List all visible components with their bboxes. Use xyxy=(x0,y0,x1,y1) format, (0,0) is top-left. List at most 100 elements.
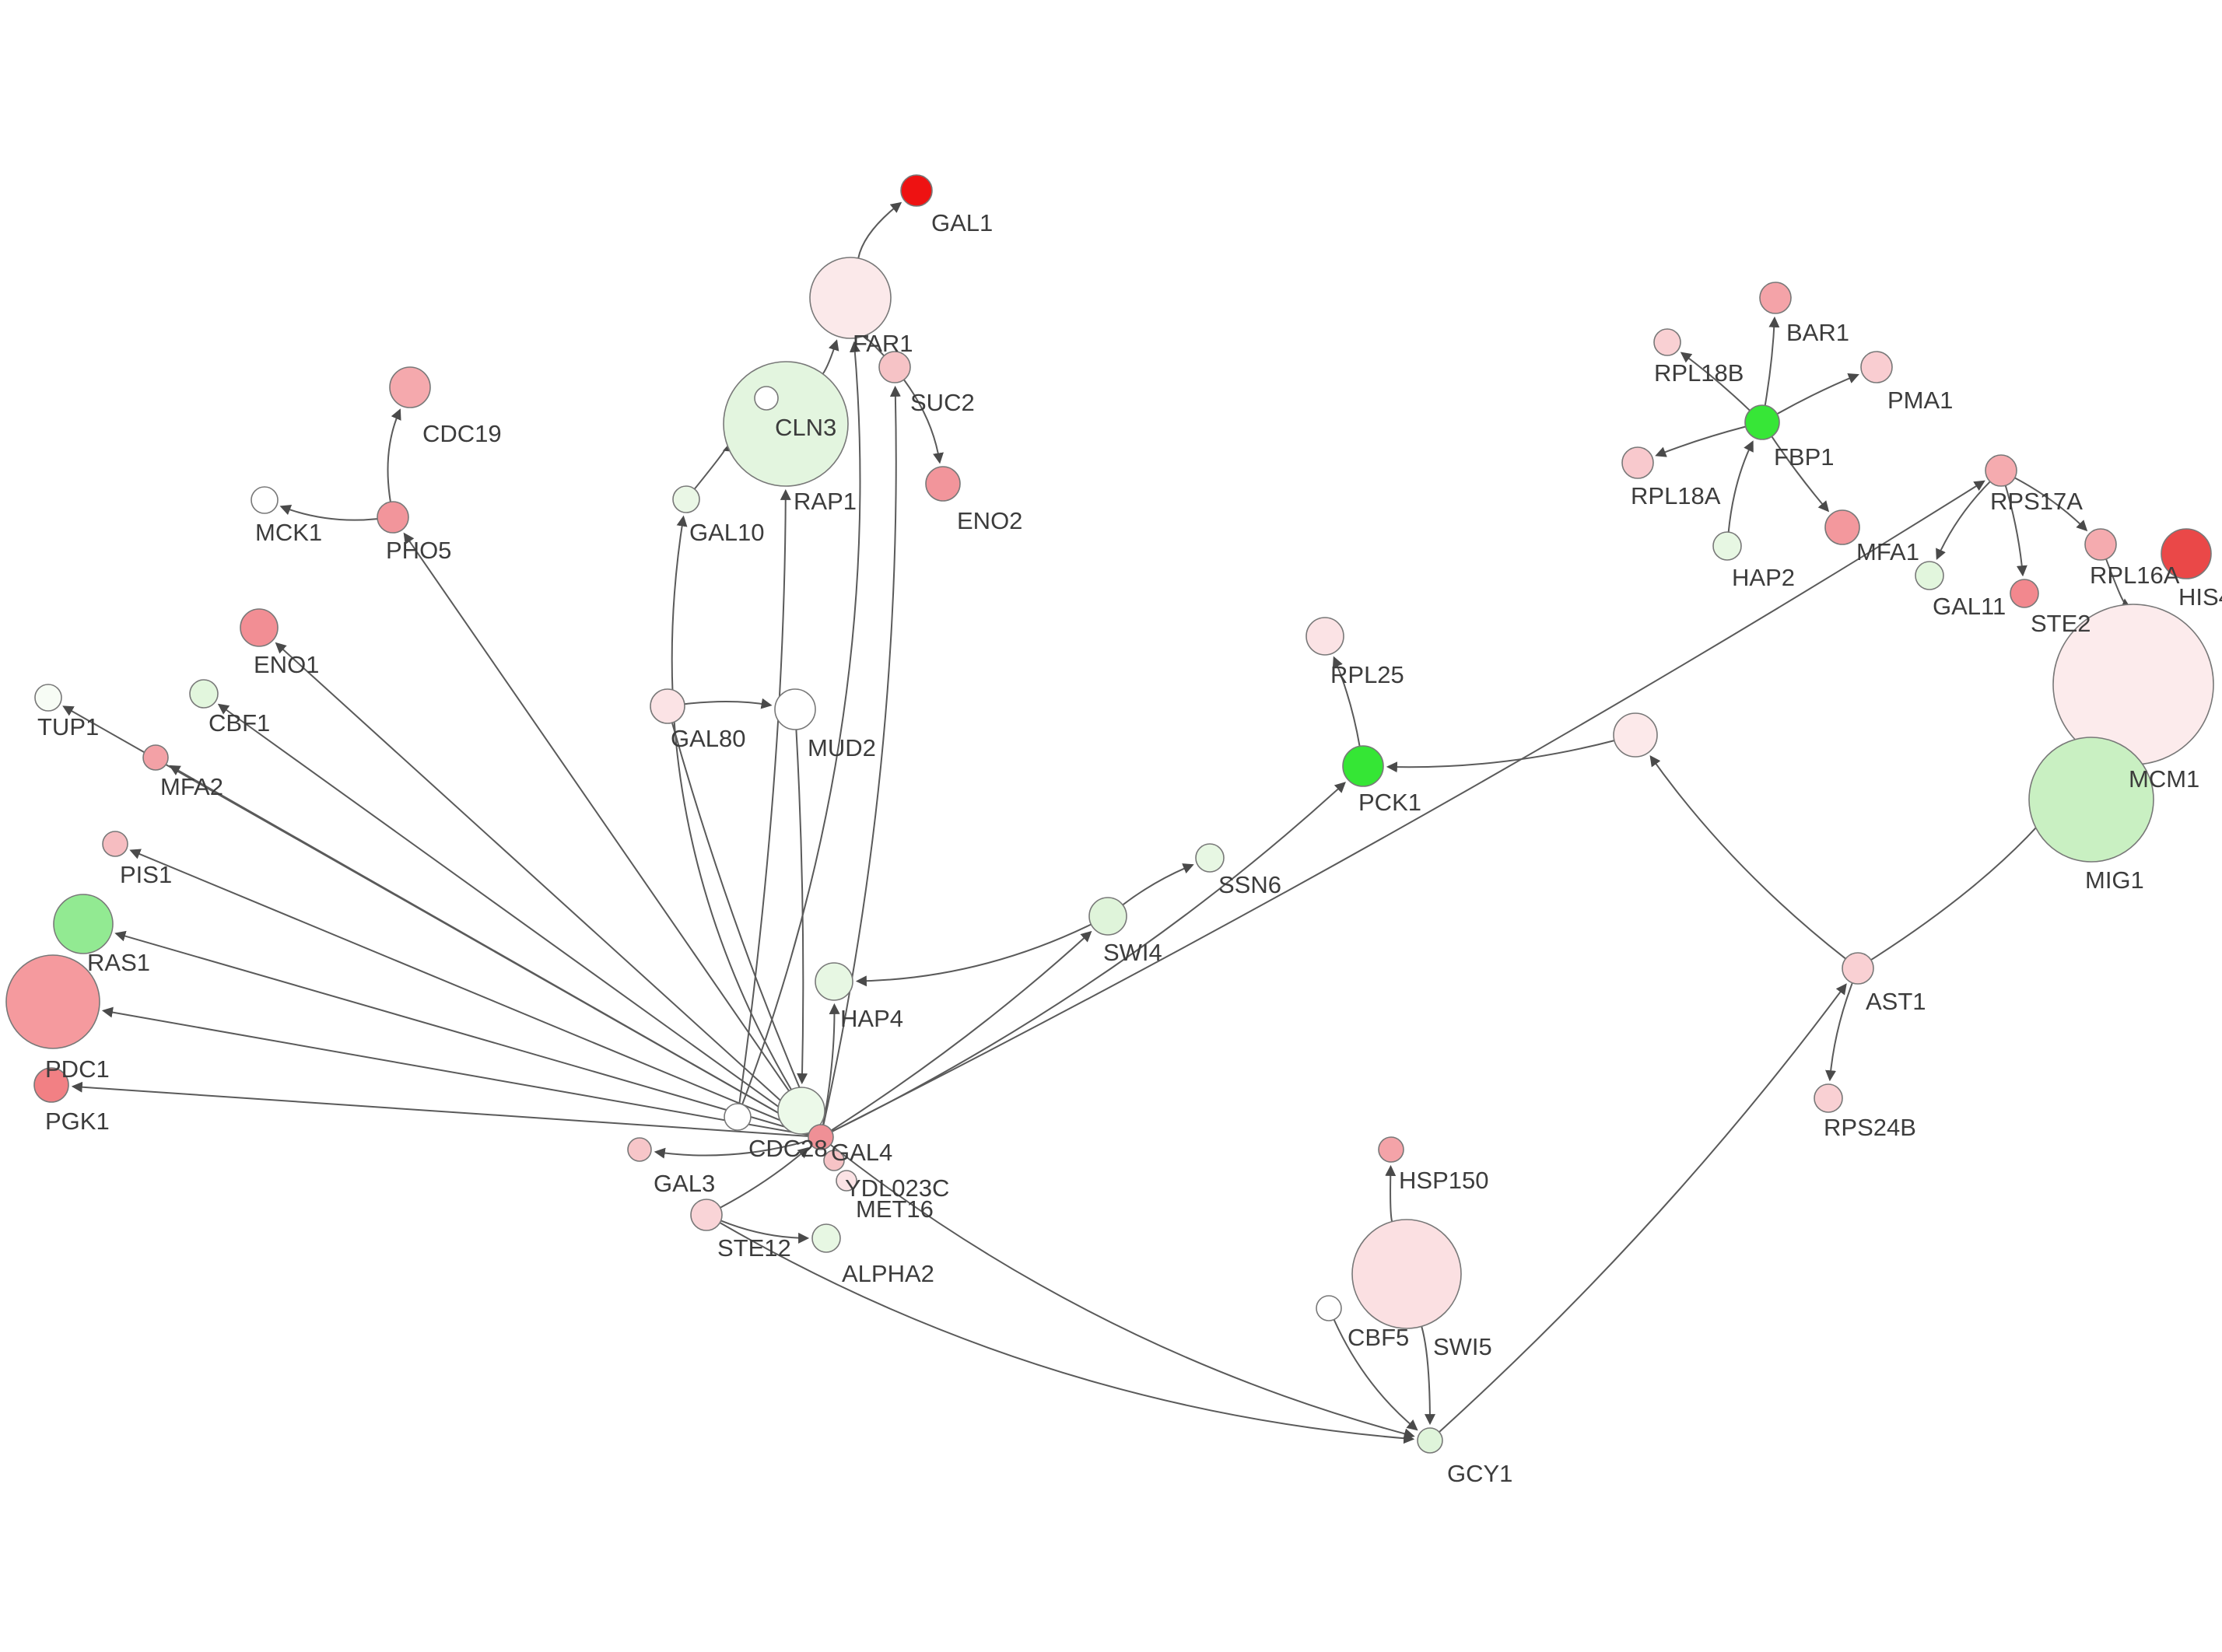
edge-GAL4-GCY1[interactable] xyxy=(829,1144,1415,1440)
edge-GAL4-PCK1[interactable] xyxy=(831,782,1346,1132)
edge-GAL4-GAL10[interactable] xyxy=(671,515,815,1128)
edge-SUC2-ENO2[interactable] xyxy=(902,379,944,464)
edge-STE12-GCY1[interactable] xyxy=(719,1222,1415,1444)
edge-FAR1-GAL1[interactable] xyxy=(857,201,902,259)
node-CBF1[interactable] xyxy=(189,679,219,709)
node-PCK1[interactable] xyxy=(1342,745,1384,787)
edge-PHO5-CDC19[interactable] xyxy=(387,408,401,502)
edge-PCK1-RPL25[interactable] xyxy=(1332,656,1361,747)
node-FBP1[interactable] xyxy=(1744,404,1780,440)
node-STE2[interactable] xyxy=(2010,579,2039,608)
node-RPS17A[interactable] xyxy=(1985,454,2017,487)
node-PDC1[interactable] xyxy=(5,954,100,1049)
node-GAL10[interactable] xyxy=(672,485,700,513)
node-YDL023C[interactable] xyxy=(823,1150,845,1171)
edge-GAL4-CBF1[interactable] xyxy=(217,703,811,1131)
edge-N26-PCK1[interactable] xyxy=(1386,740,1615,773)
edge-CLN3-FAR1[interactable] xyxy=(822,339,839,375)
node-GAL4[interactable] xyxy=(808,1124,834,1150)
edge-GCY1-AST1[interactable] xyxy=(1439,983,1847,1433)
node-CLN3[interactable] xyxy=(723,361,849,487)
node-CDC28[interactable] xyxy=(724,1103,752,1131)
node-RAS1[interactable] xyxy=(53,894,114,954)
node-SSN6[interactable] xyxy=(1195,843,1225,873)
edge-GAL80-MUD2[interactable] xyxy=(684,698,773,709)
node-HUB[interactable] xyxy=(777,1087,825,1135)
edge-GAL4-HAP4[interactable] xyxy=(822,1003,840,1125)
node-ALPHA2[interactable] xyxy=(811,1223,841,1253)
node-AST1[interactable] xyxy=(1842,952,1874,985)
node-N26[interactable] xyxy=(1613,712,1658,758)
node-PGK1[interactable] xyxy=(33,1067,69,1103)
node-MUD2[interactable] xyxy=(774,688,816,730)
edge-GAL4-MFA2[interactable] xyxy=(169,765,811,1132)
node-PHO5[interactable] xyxy=(377,501,409,534)
node-ENO1[interactable] xyxy=(240,608,279,647)
edge-GAL4-SWI4[interactable] xyxy=(830,930,1092,1132)
node-SWI5[interactable] xyxy=(1351,1219,1462,1329)
edge-SWI5-GCY1[interactable] xyxy=(1421,1326,1435,1426)
edge-FBP1-MFA1[interactable] xyxy=(1771,436,1830,513)
edge-CDC28-CLN3[interactable] xyxy=(738,488,791,1104)
node-HIS4[interactable] xyxy=(2161,528,2212,579)
node-RPS24B[interactable] xyxy=(1814,1083,1843,1113)
edge-PHO5-MCK1[interactable] xyxy=(279,505,378,521)
node-HSP150[interactable] xyxy=(1378,1136,1404,1163)
node-RPL16A[interactable] xyxy=(2084,528,2117,561)
node-MFA1[interactable] xyxy=(1824,509,1860,545)
edge-RPL16A-MCM1[interactable] xyxy=(2105,558,2132,611)
node-ENO2[interactable] xyxy=(925,466,961,502)
edge-STE12-GAL4[interactable] xyxy=(720,1146,809,1209)
edge-FBP1-RPL18B[interactable] xyxy=(1680,352,1751,411)
edge-STE12-ALPHA2[interactable] xyxy=(720,1220,810,1244)
edge-MUD2-HUB[interactable] xyxy=(795,729,808,1085)
edge-GAL4-PDC1[interactable] xyxy=(101,1006,809,1136)
edge-HAP2-FBP1[interactable] xyxy=(1727,440,1754,533)
edge-CDC28-FAR1[interactable] xyxy=(741,341,861,1105)
node-GAL1[interactable] xyxy=(900,174,933,207)
node-RPL25[interactable] xyxy=(1306,617,1344,656)
node-CDC19[interactable] xyxy=(389,366,431,408)
edge-AST1-N26[interactable] xyxy=(1649,754,1846,960)
edge-RPS17A-RPL16A[interactable] xyxy=(2014,477,2088,532)
edge-GAL4-GAL3[interactable] xyxy=(654,1139,809,1159)
node-MCK1[interactable] xyxy=(251,486,279,514)
node-FAR1[interactable] xyxy=(809,257,892,339)
edge-GAL4-RPS17A[interactable] xyxy=(831,480,1985,1132)
edge-SWI4-SSN6[interactable] xyxy=(1122,863,1194,906)
node-HAP4[interactable] xyxy=(815,962,853,1001)
node-BAR1[interactable] xyxy=(1759,282,1792,314)
node-PMA1[interactable] xyxy=(1860,351,1893,383)
edge-GAL4-PGK1[interactable] xyxy=(71,1081,809,1137)
node-CBF5[interactable] xyxy=(1316,1295,1342,1321)
node-TUP1[interactable] xyxy=(34,684,62,712)
node-GAL80[interactable] xyxy=(650,688,685,724)
edge-RPS17A-STE2[interactable] xyxy=(2004,485,2027,577)
edge-FBP1-PMA1[interactable] xyxy=(1776,373,1859,415)
edge-SWI4-HAP4[interactable] xyxy=(855,923,1092,987)
edge-RPS17A-GAL11[interactable] xyxy=(1936,481,1991,561)
edge-FBP1-BAR1[interactable] xyxy=(1764,316,1780,406)
edge-GAL4-PIS1[interactable] xyxy=(129,849,810,1133)
node-RPL18A[interactable] xyxy=(1621,446,1654,479)
node-MET16[interactable] xyxy=(836,1170,857,1192)
node-SWI4[interactable] xyxy=(1088,897,1127,936)
node-HAP2[interactable] xyxy=(1712,531,1742,561)
node-GCY1[interactable] xyxy=(1417,1427,1443,1454)
node-PIS1[interactable] xyxy=(102,831,128,857)
edge-GAL80-GAL4[interactable] xyxy=(671,722,815,1123)
edge-GAL4-PHO5[interactable] xyxy=(403,532,815,1128)
node-MFA2[interactable] xyxy=(142,744,169,771)
edge-FBP1-RPL18A[interactable] xyxy=(1655,425,1746,457)
edge-GAL4-SUC2[interactable] xyxy=(822,385,901,1125)
edge-SUC2-FAR1[interactable] xyxy=(858,329,885,357)
node-GAL3[interactable] xyxy=(627,1137,652,1162)
node-MIG1[interactable] xyxy=(2028,737,2154,863)
edge-GAL4-RAS1[interactable] xyxy=(114,930,809,1135)
node-STE12[interactable] xyxy=(690,1199,723,1231)
edge-GAL4-ENO1[interactable] xyxy=(275,642,812,1129)
edge-AST1-RPS24B[interactable] xyxy=(1825,982,1853,1082)
edge-SWI5-HSP150[interactable] xyxy=(1385,1164,1397,1222)
edge-GAL10-CLN3[interactable] xyxy=(693,441,735,490)
node-GAL11[interactable] xyxy=(1915,561,1944,590)
